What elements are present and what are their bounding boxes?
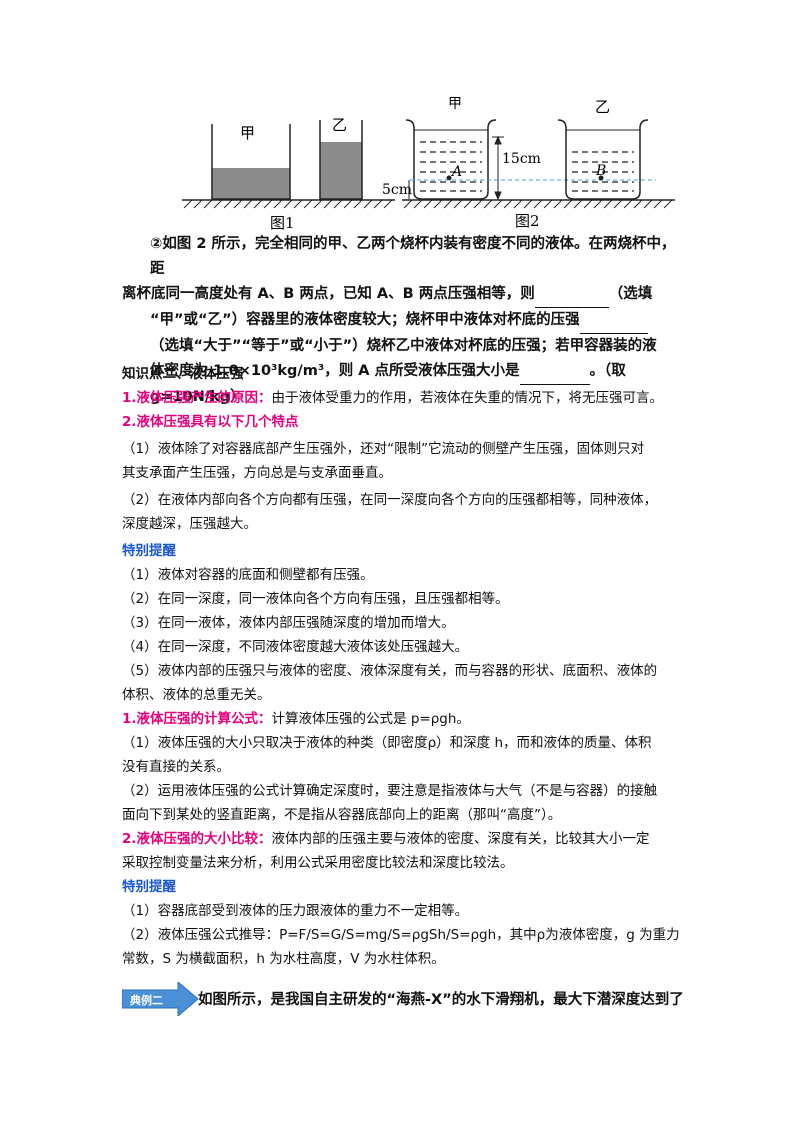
answer-blank-2[interactable] [579, 308, 648, 334]
cause-paragraph: 1.液体压强产生的原因：由于液体受重力的作用，若液体在失重的情况下，将无压强可言… [122, 386, 682, 410]
section-title: 知识点二、液体压强 [122, 366, 244, 382]
tip-label-2: 特别提醒 [122, 879, 176, 895]
tip-1: （1）液体对容器的底面和侧壁都有压强。 [122, 567, 374, 583]
question-text: “甲”或“乙”）容器里的液体密度较大；烧杯甲中液体对杯底的压强 [150, 312, 580, 328]
label-15cm: 15cm [502, 151, 541, 167]
calc-2b: 面向下到某处的竖直距离，不是指从容器底部向上的距离（那叫“高度”）。 [122, 807, 562, 823]
tip-2: （2）在同一深度，同一液体向各个方向有压强，且压强都相等。 [122, 591, 509, 607]
fig1-label-jia: 甲 [240, 124, 255, 142]
example-text: 如图所示，是我国自主研发的“海燕-X”的水下滑翔机，最大下潜深度达到了 [198, 992, 684, 1008]
fig2-caption: 图2 [515, 212, 540, 230]
example-badge-label: 典例二 [130, 993, 163, 1007]
compare-text: 液体内部的压强主要与液体的密度、深度有关，比较其大小一定 [271, 831, 650, 847]
question-line-2: 离杯底同一高度处有 A、B 两点，已知 A、B 两点压强相等，则 （选填 [122, 282, 682, 308]
example-block: 典例二 如图所示，是我国自主研发的“海燕-X”的水下滑翔机，最大下潜深度达到了 [122, 982, 722, 1016]
features-label: 2.液体压强具有以下几个特点 [122, 414, 299, 430]
answer-blank-3[interactable] [519, 359, 590, 385]
feature-1a: （1）液体除了对容器底部产生压强外，还对“限制”它流动的侧壁产生压强，固体则只对 [122, 441, 645, 457]
tip-3: （3）在同一液体，液体内部压强随深度的增加而增大。 [122, 615, 455, 631]
cause-text: 由于液体受重力的作用，若液体在失重的情况下，将无压强可言。 [271, 390, 664, 406]
tip-4: （4）在同一深度，不同液体密度越大液体该处压强越大。 [122, 639, 469, 655]
fig1-container-jia [211, 124, 291, 200]
beaker-jia: A [405, 119, 497, 200]
question-text: 离杯底同一高度处有 A、B 两点，已知 A、B 两点压强相等，则 [122, 286, 535, 302]
compare-label: 2.液体压强的大小比较： [122, 831, 272, 847]
special-1: （1）容器底部受到液体的压力跟液体的重力不一定相等。 [122, 903, 469, 919]
compare-paragraph: 2.液体压强的大小比较：液体内部的压强主要与液体的密度、深度有关，比较其大小一定 [122, 827, 682, 851]
compare-text-2: 采取控制变量法来分析，利用公式采用密度比较法和深度比较法。 [122, 855, 514, 871]
question-line-1: ②如图 2 所示，完全相同的甲、乙两个烧杯内装有密度不同的液体。在两烧杯中，距 [150, 236, 676, 277]
beaker-yi: B [557, 119, 649, 200]
label-5cm: 5cm [382, 182, 412, 198]
fig1-label-yi: 乙 [332, 116, 347, 134]
question-line-3: “甲”或“乙”）容器里的液体密度较大；烧杯甲中液体对杯底的压强 [122, 308, 682, 334]
point-a-label: A [450, 164, 462, 180]
feature-1b: 其支承面产生压强，方向总是与支承面垂直。 [122, 465, 392, 481]
question-text: （选填 [608, 286, 653, 302]
fig2-label-jia: 甲 [448, 96, 462, 112]
question-text: 。（取 g=10N/kg） [150, 363, 626, 405]
question-line-5: 体密度为 1.0×10³kg/m³，则 A 点所受液体压强大小是 。（取 g=1… [122, 359, 682, 410]
cause-label: 1.液体压强产生的原因： [122, 390, 272, 406]
point-b-label: B [595, 163, 606, 179]
feature-2b: 深度越深，压强越大。 [122, 516, 257, 532]
tip-label-1: 特别提醒 [122, 543, 176, 559]
fig1-caption: 图1 [270, 214, 295, 230]
feature-2a: （2）在液体内部向各个方向都有压强，在同一深度向各个方向的压强都相等，同种液体， [122, 492, 658, 508]
fig2-label-yi: 乙 [595, 98, 610, 116]
fig1-container-yi [319, 120, 363, 200]
tip-5a: （5）液体内部的压强只与液体的密度、液体深度有关，而与容器的形状、底面积、液体的 [122, 663, 658, 679]
question-block: ②如图 2 所示，完全相同的甲、乙两个烧杯内装有密度不同的液体。在两烧杯中，距 … [122, 232, 682, 410]
special-2a: （2）液体压强公式推导：P=F/S=G/S=mg/S=ρgSh/S=ρgh，其中… [122, 927, 680, 943]
question-text: 体密度为 1.0×10³kg/m³，则 A 点所受液体压强大小是 [150, 363, 520, 379]
figure-area: 甲 乙 图1 [170, 80, 680, 232]
figure-svg: 甲 乙 图1 [182, 96, 675, 232]
question-line-4: （选填“大于”“等于”或“小于”）烧杯乙中液体对杯底的压强；若甲容器装的液 [150, 338, 657, 354]
calc-1b: 没有直接的关系。 [122, 759, 230, 775]
calc-1a: （1）液体压强的大小只取决于液体的种类（即密度ρ）和深度 h，而和液体的质量、体… [122, 735, 652, 751]
formula-text: 计算液体压强的公式是 p=ρgh。 [271, 711, 470, 727]
tip-5b: 体积、液体的总重无关。 [122, 687, 271, 703]
formula-paragraph: 1.液体压强的计算公式：计算液体压强的公式是 p=ρgh。 [122, 707, 682, 731]
answer-blank-1[interactable] [534, 282, 609, 308]
formula-label: 1.液体压强的计算公式： [122, 711, 272, 727]
example-badge-arrow: 典例二 [122, 982, 199, 1016]
calc-2a: （2）运用液体压强的公式计算确定深度时，要注意是指液体与大气（不是与容器）的接触 [122, 783, 658, 799]
section-2: 知识点二、液体压强 1.液体压强产生的原因：由于液体受重力的作用，若液体在失重的… [122, 362, 682, 971]
special-2b: 常数，S 为横截面积，h 为水柱高度，V 为水柱体积。 [122, 951, 445, 967]
